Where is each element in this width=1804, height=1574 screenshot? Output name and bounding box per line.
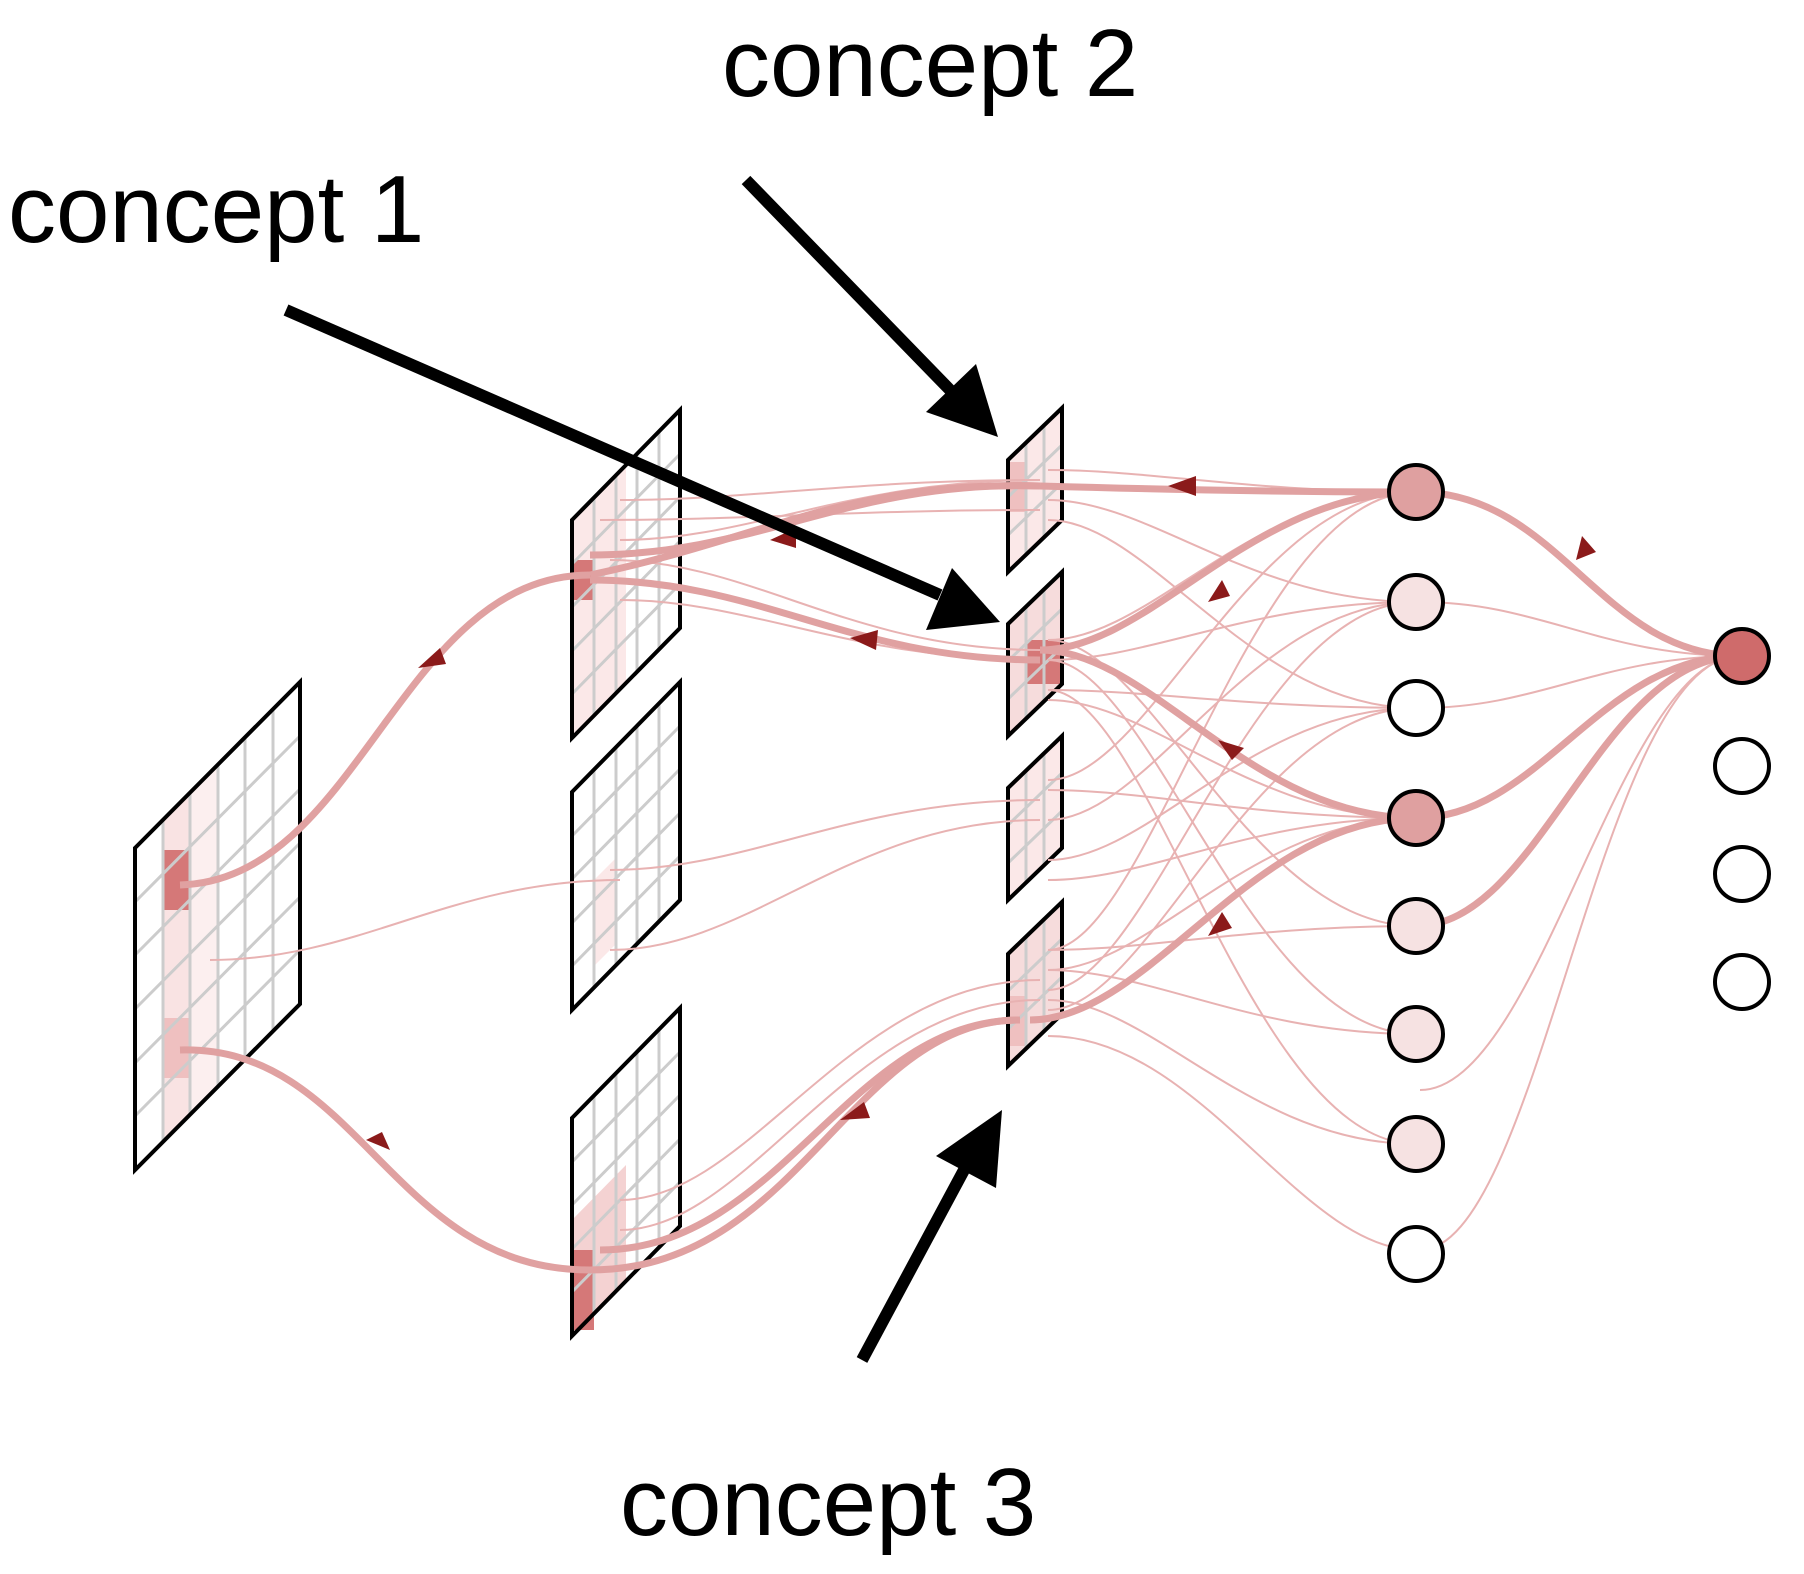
feature-map-layer3-3 bbox=[1006, 731, 1064, 905]
output-neuron-1 bbox=[1713, 627, 1771, 685]
output-neurons bbox=[1713, 627, 1771, 1011]
concept-3-label: concept 3 bbox=[620, 1449, 1037, 1556]
thick-edges bbox=[179, 482, 1741, 1274]
pointer-arrows bbox=[283, 175, 1002, 1363]
concept-3-pointer-arrow bbox=[856, 1110, 1002, 1363]
concept-2-label: concept 2 bbox=[722, 10, 1139, 117]
output-neuron-3 bbox=[1713, 845, 1771, 903]
concept-1-pointer-arrow bbox=[283, 304, 1000, 630]
hidden-neuron-3 bbox=[1387, 679, 1445, 737]
output-neuron-4 bbox=[1713, 953, 1771, 1011]
feature-map-layer2-middle bbox=[570, 677, 682, 1015]
hidden-neurons bbox=[1387, 463, 1445, 1283]
output-neuron-2 bbox=[1713, 737, 1771, 795]
concept-2-pointer-arrow bbox=[741, 175, 998, 437]
hidden-neuron-5 bbox=[1387, 897, 1445, 955]
feature-map-layer1 bbox=[133, 677, 302, 1175]
hidden-neuron-1 bbox=[1387, 463, 1445, 521]
concept-1-label: concept 1 bbox=[8, 156, 425, 263]
thin-edges bbox=[209, 469, 1741, 1251]
feature-map-layer3-1 bbox=[1006, 403, 1064, 577]
hidden-neuron-2 bbox=[1387, 573, 1445, 631]
hidden-neuron-6 bbox=[1387, 1005, 1445, 1063]
hidden-neuron-8 bbox=[1387, 1225, 1445, 1283]
feature-map-layer3-4 bbox=[1006, 897, 1064, 1071]
feature-map-layer2-bottom bbox=[570, 1003, 682, 1341]
hidden-neuron-7 bbox=[1387, 1115, 1445, 1173]
hidden-neuron-4 bbox=[1387, 789, 1445, 847]
